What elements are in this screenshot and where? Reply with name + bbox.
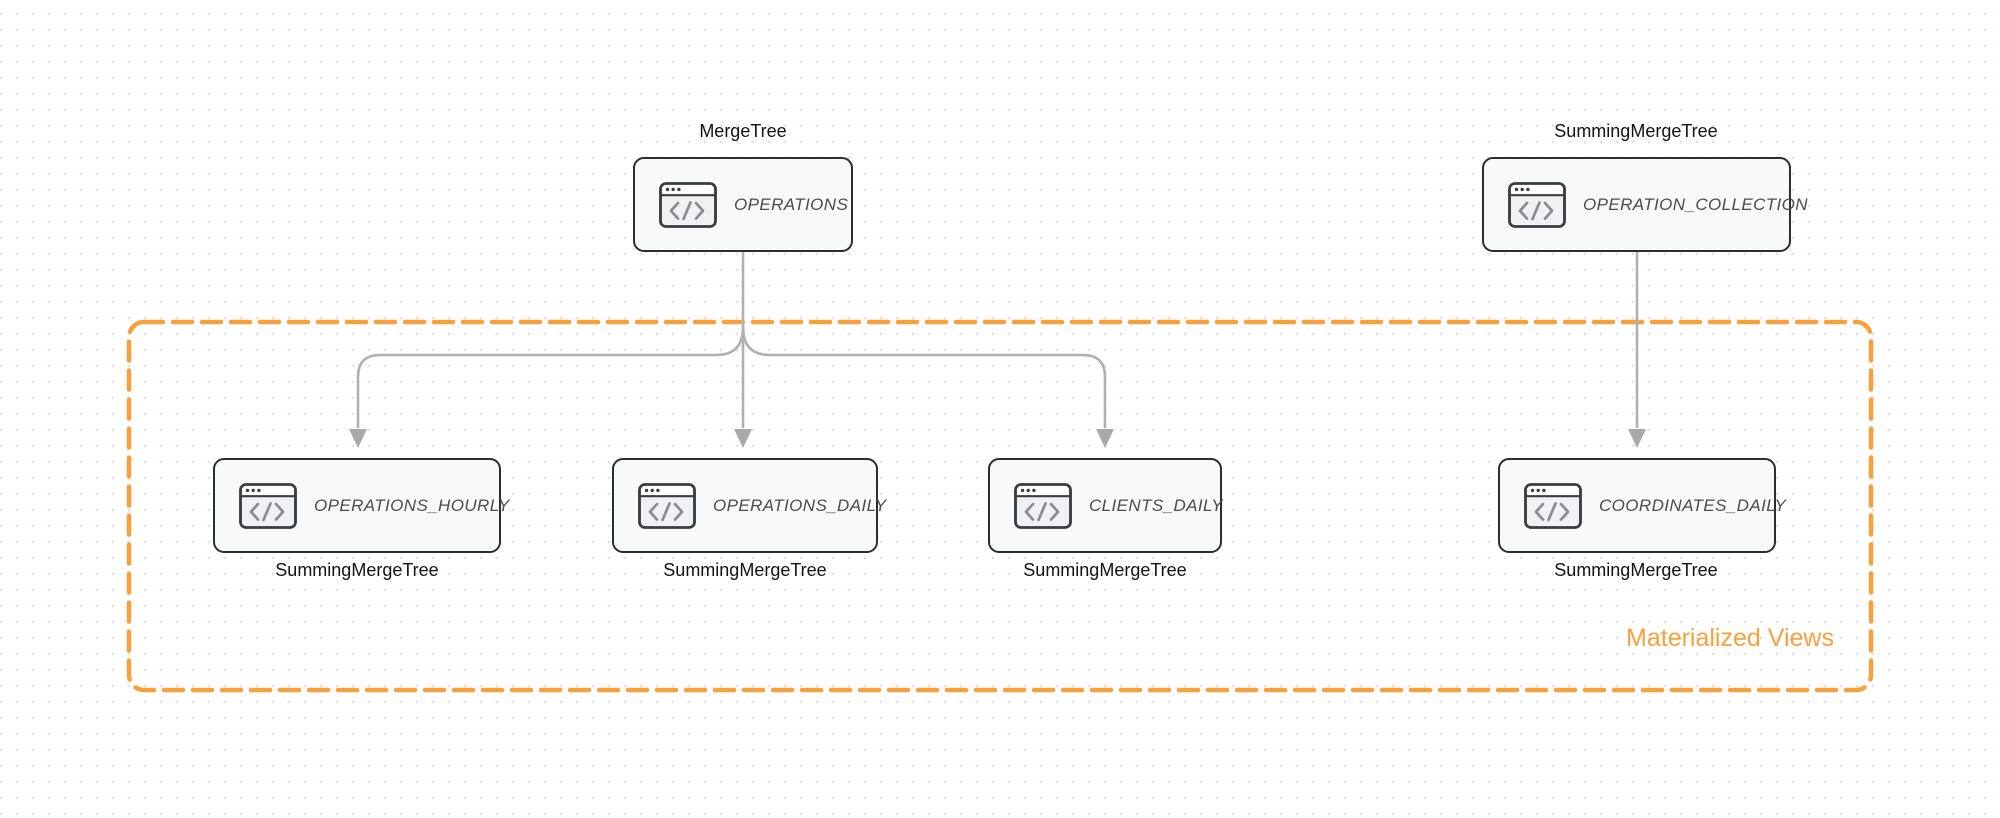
node-title: OPERATIONS_DAILY — [713, 495, 887, 515]
engine-label-operation-collection: SummingMergeTree — [1554, 121, 1718, 141]
node-clients-daily[interactable]: CLIENTS_DAILY — [988, 458, 1224, 553]
node-title: OPERATIONS_HOURLY — [314, 495, 510, 515]
node-title: CLIENTS_DAILY — [1089, 495, 1224, 515]
code-window-icon — [239, 482, 297, 529]
arrowhead-coordinates-daily — [1628, 429, 1646, 448]
node-operations-hourly[interactable]: OPERATIONS_HOURLY — [213, 458, 509, 553]
engine-label-clients-daily: SummingMergeTree — [1023, 560, 1187, 580]
engine-label-operations-hourly: SummingMergeTree — [275, 560, 439, 580]
code-window-icon — [638, 482, 696, 529]
engine-label-coordinates-daily: SummingMergeTree — [1554, 560, 1718, 580]
node-operations[interactable]: OPERATIONS — [633, 157, 853, 252]
materialized-views-label: Materialized Views — [1626, 624, 1834, 652]
node-coordinates-daily[interactable]: COORDINATES_DAILY — [1498, 458, 1786, 553]
engine-label-operations: MergeTree — [699, 121, 787, 141]
node-title: OPERATION_COLLECTION — [1583, 194, 1808, 214]
code-window-icon — [1524, 482, 1582, 529]
node-operation-collection[interactable]: OPERATION_COLLECTION — [1482, 157, 1808, 252]
node-title: OPERATIONS — [734, 194, 849, 214]
node-operations-daily[interactable]: OPERATIONS_DAILY — [612, 458, 886, 553]
node-title: COORDINATES_DAILY — [1599, 495, 1787, 515]
edge-operations-to-operations-hourly[interactable] — [356, 325, 745, 428]
arrowhead-operations-daily — [734, 429, 752, 448]
edge-operations-to-clients-daily[interactable] — [741, 325, 1107, 428]
engine-label-operations-daily: SummingMergeTree — [663, 560, 827, 580]
code-window-icon — [1508, 181, 1566, 228]
code-window-icon — [1014, 482, 1072, 529]
code-window-icon — [659, 181, 717, 228]
arrowhead-clients-daily — [1096, 429, 1114, 448]
materialized-views-group-box[interactable] — [126, 319, 1874, 693]
arrowhead-operations-hourly — [349, 429, 367, 448]
